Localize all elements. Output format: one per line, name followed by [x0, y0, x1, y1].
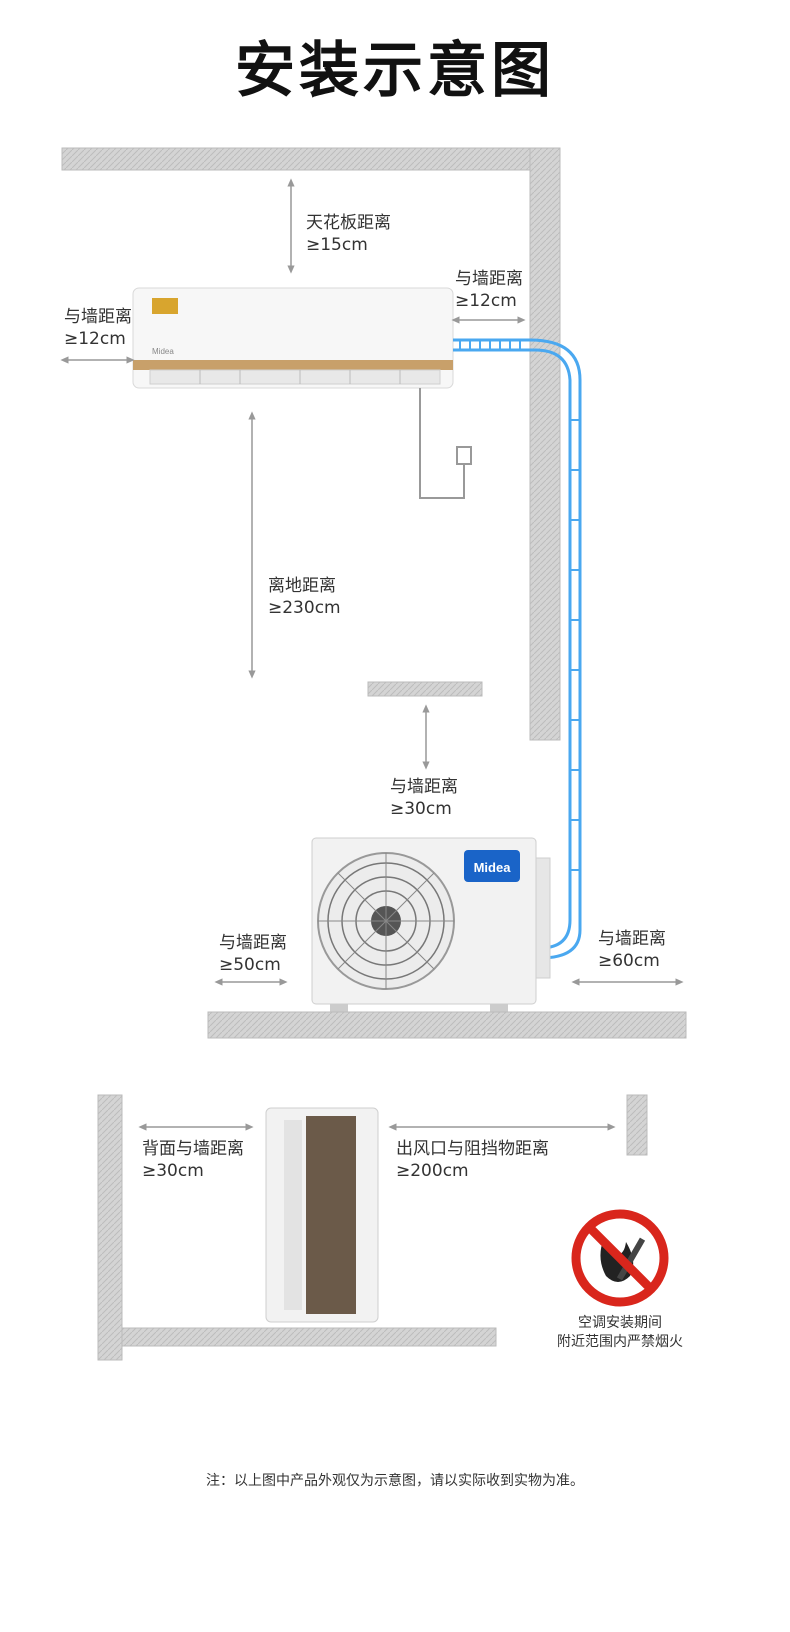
drain-pipe: [419, 388, 465, 499]
refrigerant-pipe: [453, 338, 582, 960]
room-wall: [529, 147, 561, 741]
side-wall-left: [97, 1094, 123, 1361]
indoor-right-distance-label: 与墙距离≥12cm: [455, 269, 523, 311]
floor-distance-label: 离地距离≥230cm: [268, 576, 341, 618]
outlet-distance-label: 出风口与阻挡物距离≥200cm: [396, 1139, 549, 1181]
outdoor-top-distance-label: 与墙距离≥30cm: [390, 777, 458, 819]
ground: [207, 1011, 687, 1039]
indoor-left-distance-label: 与墙距离≥12cm: [64, 307, 132, 349]
pipe-ribs: [459, 340, 580, 871]
side-floor: [121, 1327, 497, 1347]
indoor-unit: Midea: [132, 287, 454, 389]
outdoor-unit-side-view: [265, 1107, 379, 1323]
footnote: 注：以上图中产品外观仅为示意图，请以实际收到实物为准。: [206, 1473, 584, 1489]
svg-text:Midea: Midea: [152, 347, 174, 356]
ceiling: [61, 147, 561, 171]
outdoor-right-distance-label: 与墙距离≥60cm: [598, 929, 666, 971]
back-distance-label: 背面与墙距离≥30cm: [142, 1139, 244, 1181]
ceiling-distance-label: 天花板距离≥15cm: [306, 213, 391, 255]
no-fire-icon: [571, 1209, 669, 1307]
no-fire-warning: 空调安装期间附近范围内严禁烟火: [557, 1315, 683, 1350]
side-obstacle-right: [626, 1094, 648, 1156]
page-title: 安装示意图: [235, 36, 555, 106]
power-socket: [456, 446, 472, 465]
outdoor-left-distance-label: 与墙距离≥50cm: [219, 933, 287, 975]
brand-logo: Midea: [474, 860, 512, 875]
outdoor-unit: [311, 837, 551, 1012]
upper-obstacle: [367, 681, 483, 697]
